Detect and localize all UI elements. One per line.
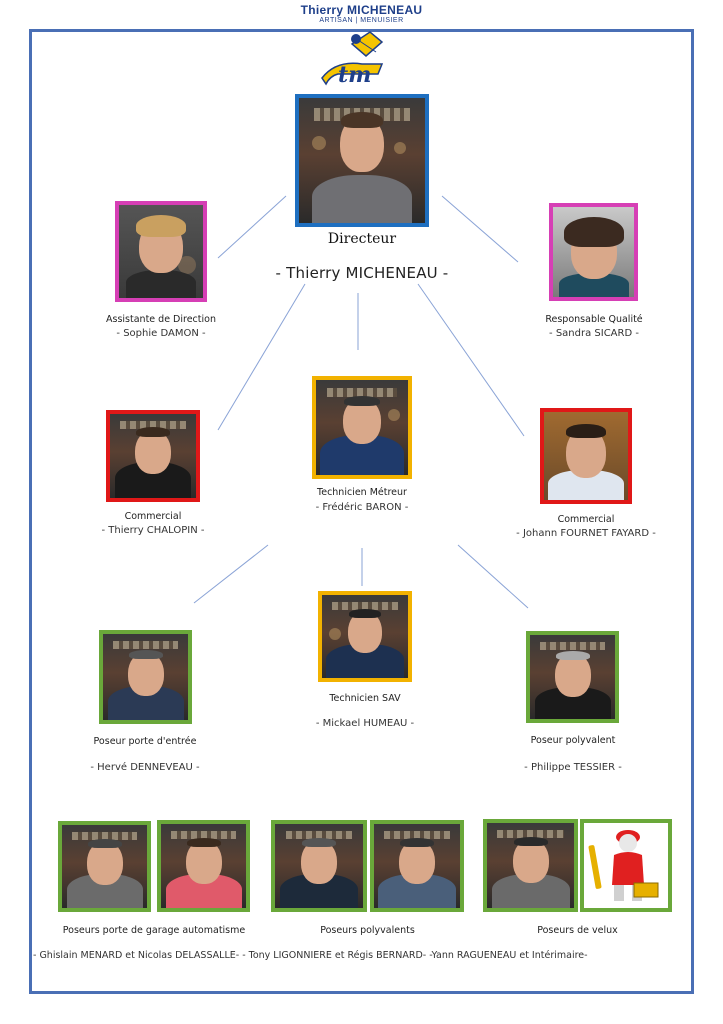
director-name: - Thierry MICHENEAU - [275, 264, 449, 282]
bottom-names: - Ghislain MENARD et Nicolas DELASSALLE-… [33, 950, 588, 961]
multi-group-photo-1 [271, 820, 367, 912]
sav-role: Technicien SAV [329, 693, 401, 704]
director-role: Directeur [327, 231, 397, 247]
velux-role: Poseurs de velux [537, 925, 618, 936]
sav-name: - Mickael HUMEAU - [315, 718, 415, 729]
quality-role: Responsable Qualité [545, 314, 643, 325]
entry-door-photo [99, 630, 192, 724]
quality-photo [549, 203, 638, 301]
velux-photo-1 [483, 819, 578, 912]
brand-header: Thierry MICHENEAU ARTISAN | MENUISIER [0, 3, 723, 24]
entry-door-role: Poseur porte d'entrée [93, 736, 197, 747]
commercial-left-photo [106, 410, 200, 502]
worker-figure-icon [584, 823, 668, 908]
commercial-left-role: Commercial [124, 511, 182, 522]
multi-group-photo-2 [370, 820, 464, 912]
assistant-photo [115, 201, 207, 302]
velux-photo-2 [580, 819, 672, 912]
director-photo [295, 94, 429, 227]
multi-single-name: - Philippe TESSIER - [524, 762, 622, 773]
commercial-right-photo [540, 408, 632, 504]
sav-photo [318, 591, 412, 682]
garage-photo-2 [157, 820, 250, 912]
metreur-role: Technicien Métreur [317, 487, 407, 498]
multi-single-role: Poseur polyvalent [530, 735, 616, 746]
logo-icon: tm [321, 31, 384, 88]
assistant-name: - Sophie DAMON - [116, 328, 206, 339]
entry-door-name: - Hervé DENNEVEAU - [90, 762, 200, 773]
org-chart-frame [29, 29, 694, 994]
commercial-left-name: - Thierry CHALOPIN - [101, 525, 205, 536]
multi-group-role: Poseurs polyvalents [320, 925, 415, 936]
garage-role: Poseurs porte de garage automatisme [62, 925, 246, 936]
logo-text: tm [338, 62, 371, 88]
commercial-right-name: - Johann FOURNET FAYARD - [516, 528, 656, 539]
assistant-role: Assistante de Direction [106, 314, 216, 325]
company-logo: tm [318, 30, 390, 88]
brand-name: Thierry MICHENEAU [300, 3, 423, 17]
garage-photo-1 [58, 821, 151, 912]
metreur-name: - Frédéric BARON - [315, 502, 409, 513]
commercial-right-role: Commercial [557, 514, 615, 525]
metreur-photo [312, 376, 412, 479]
multi-single-photo [526, 631, 619, 723]
brand-tagline: ARTISAN | MENUISIER [319, 17, 404, 24]
quality-name: - Sandra SICARD - [549, 328, 639, 339]
